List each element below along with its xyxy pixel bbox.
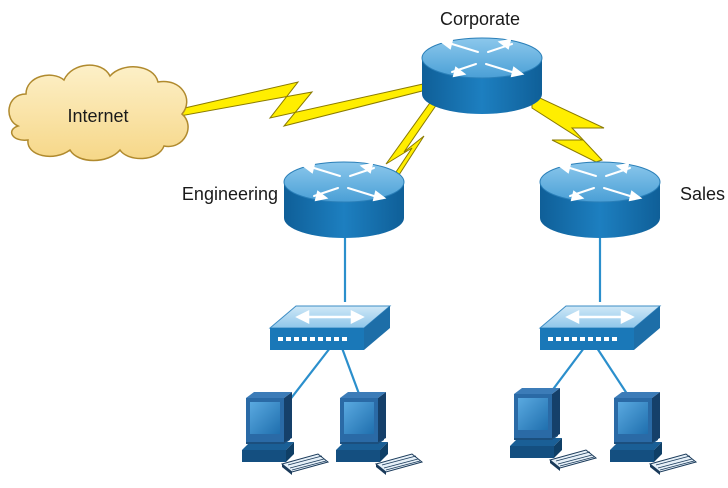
bolt-corporate-to-sales (531, 97, 605, 163)
workstation-engineering-1 (241, 391, 329, 476)
internet-label: Internet (67, 106, 128, 126)
engineering-label: Engineering (182, 184, 278, 204)
workstation-icon (335, 391, 423, 476)
router-sales (539, 161, 661, 239)
internet-cloud: Internet (8, 64, 189, 162)
router-icon (421, 37, 543, 115)
switch-icon (538, 304, 662, 352)
workstation-icon (241, 391, 329, 476)
workstation-sales-2 (609, 391, 697, 476)
workstation-icon (609, 391, 697, 476)
switch-icon (268, 304, 392, 352)
switch-sales (538, 304, 662, 352)
router-corporate (421, 37, 543, 115)
corporate-label: Corporate (440, 9, 520, 29)
switch-engineering (268, 304, 392, 352)
router-icon (539, 161, 661, 239)
bolt-corporate-to-engineering (385, 99, 441, 179)
workstation-sales-1 (509, 387, 597, 472)
workstation-icon (509, 387, 597, 472)
lan-links (281, 232, 636, 411)
wan-links (175, 81, 605, 179)
sales-label: Sales (680, 184, 725, 204)
workstation-engineering-2 (335, 391, 423, 476)
router-icon (283, 161, 405, 239)
cloud-icon (8, 64, 189, 162)
router-engineering (283, 161, 405, 239)
bolt-internet-to-corporate (175, 81, 435, 127)
